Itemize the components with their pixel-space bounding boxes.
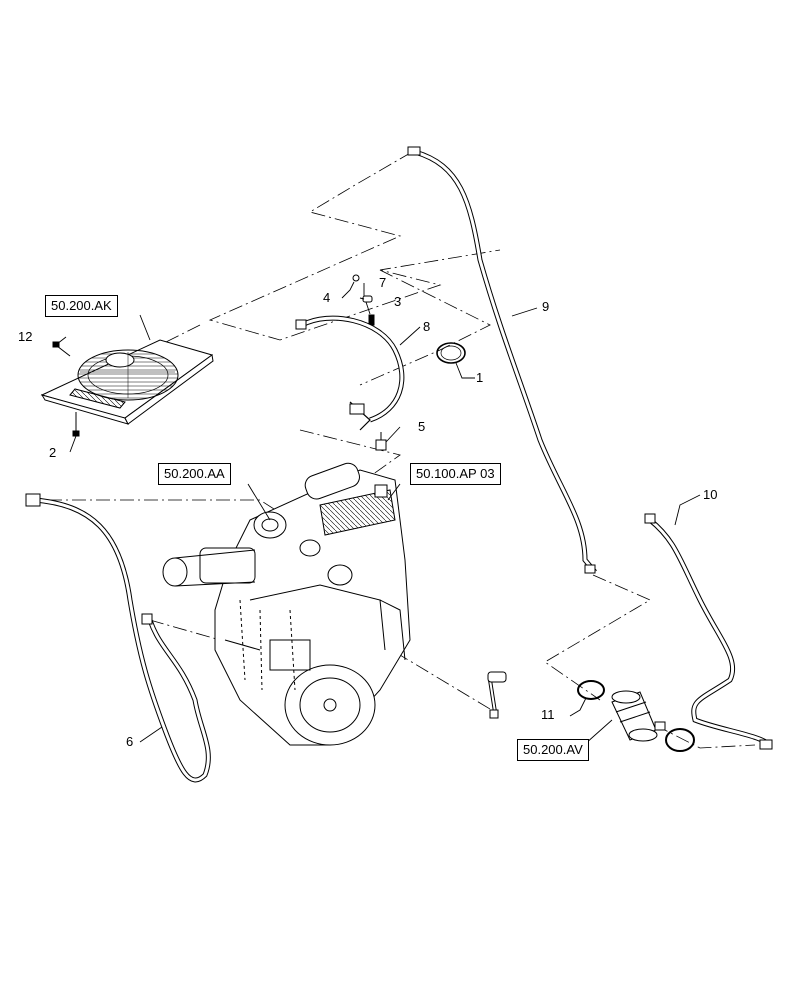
filter-icon [611,690,666,742]
hose-8 [295,315,405,431]
clamp-icon [665,728,695,752]
callout-10: 10 [703,487,718,502]
callout-8: 8 [423,319,431,334]
fastener-group-icon [352,274,375,326]
callout-1: 1 [476,370,484,385]
callout-5: 5 [418,419,426,434]
callout-4: 4 [323,290,331,305]
hose-6 [25,493,211,783]
callout-11: 11 [541,707,555,722]
callout-12: 12 [18,329,33,344]
clamp-11-icon [577,680,605,700]
phantom-lines [48,151,756,749]
reference-box-radiator[interactable]: 50.200.AK [45,295,118,317]
callout-2: 2 [49,445,57,460]
bolt-icon [52,341,80,437]
tube-fitting-icon [487,671,507,719]
bolt-5-icon [375,432,387,451]
callout-3: 3 [394,294,402,309]
callout-9: 9 [542,299,550,314]
radiator-fan-assembly [40,339,214,425]
callout-6: 6 [126,734,134,749]
reference-box-engine[interactable]: 50.100.AP 03 [410,463,501,485]
reference-box-filter[interactable]: 50.200.AV [517,739,589,761]
o-ring-icon [436,342,466,364]
engine-icon [162,462,411,746]
reference-box-belt[interactable]: 50.200.AA [158,463,231,485]
hose-10 [644,513,773,750]
callout-7: 7 [379,275,387,290]
hose-9 [407,146,597,574]
